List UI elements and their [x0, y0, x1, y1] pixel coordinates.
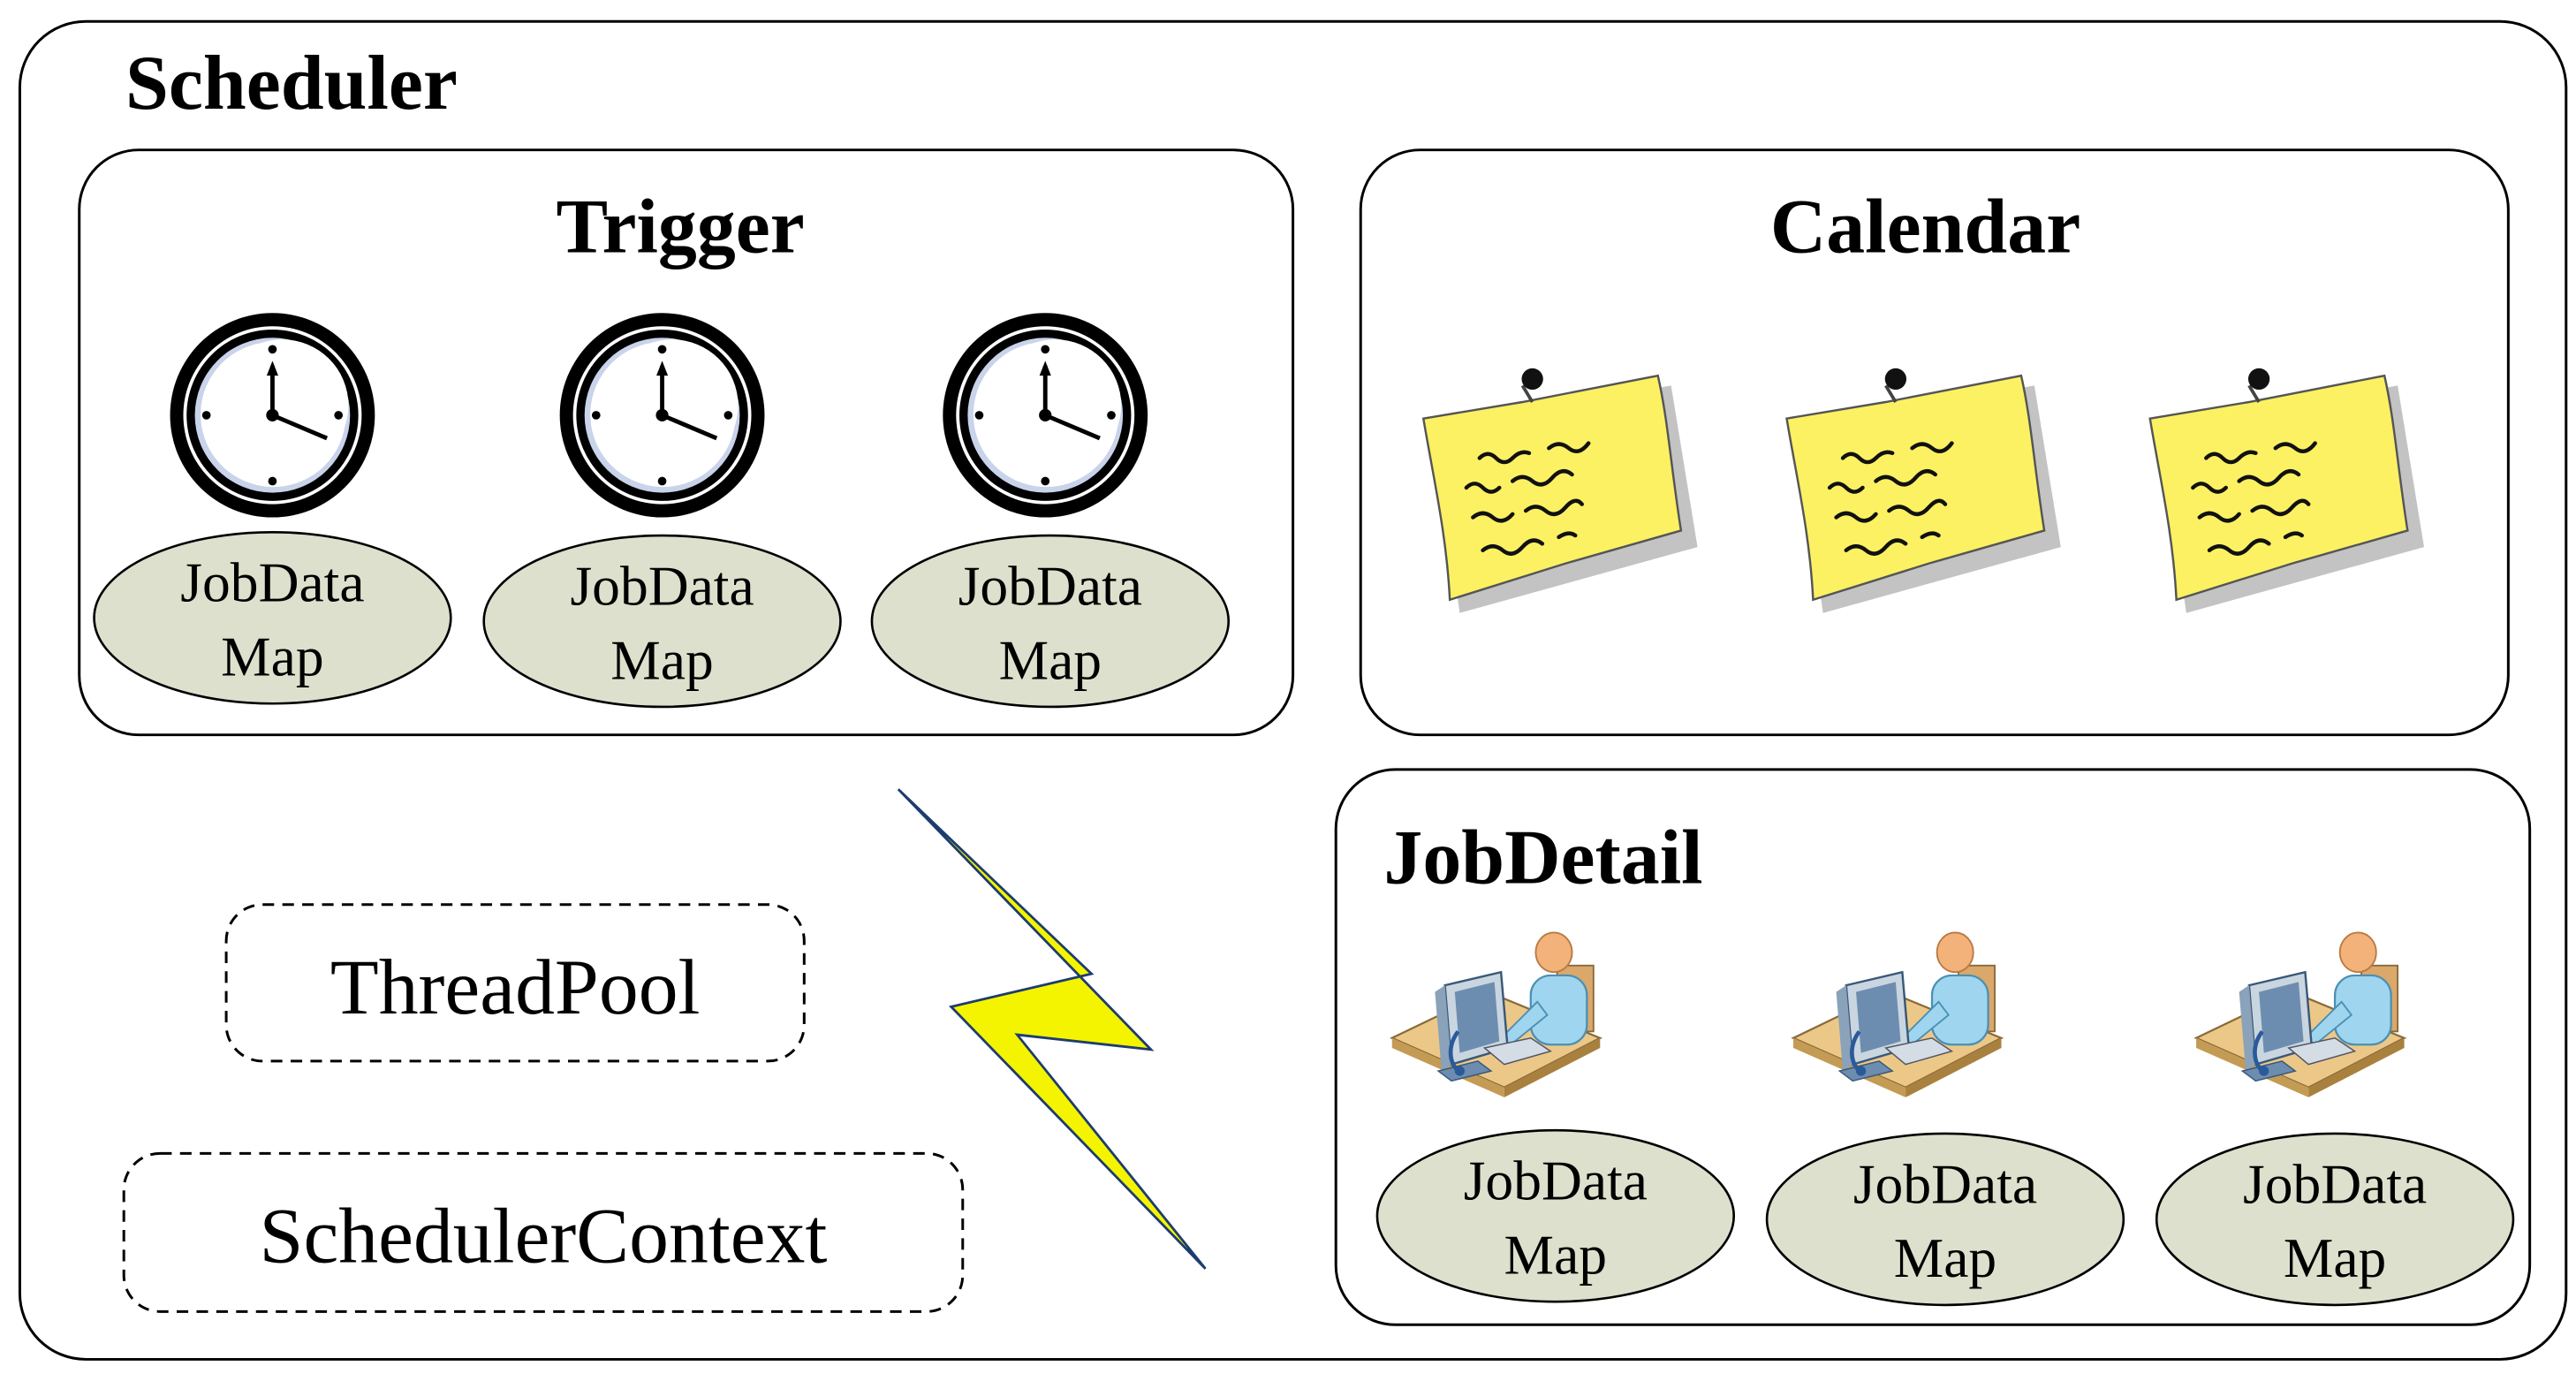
scheduler-title: Scheduler — [125, 40, 458, 125]
jobdatamap-label-line1: JobData — [2243, 1152, 2427, 1215]
jobdetail-title: JobDetail — [1383, 815, 1702, 900]
jobdatamap-label-line2: Map — [1504, 1224, 1607, 1287]
schedulercontext-label: SchedulerContext — [260, 1193, 828, 1280]
jobdatamap-label-line2: Map — [1894, 1226, 1996, 1289]
jobdetail-panel: JobDetail JobData Map JobData Map JobDat… — [1334, 768, 2532, 1326]
calendar-title: Calendar — [1770, 183, 2080, 269]
trigger-item-3: JobData Map — [870, 313, 1231, 709]
jobdatamap-ellipse — [1375, 1128, 1736, 1303]
trigger-item-2: JobData Map — [482, 313, 842, 709]
clock-icon — [170, 313, 375, 517]
trigger-panel: Trigger JobData Map JobData Map JobData … — [78, 148, 1295, 737]
schedulercontext-box: SchedulerContext — [122, 1151, 965, 1313]
jobdetail-item-2: JobData Map — [1765, 932, 2125, 1307]
trigger-item-1: JobData Map — [93, 313, 452, 705]
jobdatamap-ellipse — [1765, 1132, 2125, 1307]
jobdatamap-label-line1: JobData — [958, 554, 1142, 617]
jobdatamap-ellipse — [482, 534, 842, 709]
jobdetail-item-3: JobData Map — [2155, 932, 2515, 1307]
jobdatamap-label-line1: JobData — [570, 554, 754, 617]
jobdatamap-label-line2: Map — [610, 628, 713, 691]
threadpool-box: ThreadPool — [224, 903, 806, 1063]
jobdatamap-label-line1: JobData — [180, 551, 364, 614]
clock-icon — [560, 313, 765, 517]
jobdatamap-label-line1: JobData — [1853, 1152, 2037, 1215]
jobdatamap-label-line2: Map — [999, 628, 1102, 691]
jobdatamap-ellipse — [870, 534, 1231, 709]
jobdetail-item-1: JobData Map — [1375, 932, 1736, 1303]
jobdatamap-ellipse — [93, 531, 452, 705]
jobdatamap-label-line2: Map — [221, 626, 323, 688]
trigger-title: Trigger — [556, 183, 804, 269]
jobdatamap-label-line2: Map — [2284, 1226, 2386, 1289]
jobdatamap-ellipse — [2155, 1132, 2515, 1307]
jobdatamap-label-line1: JobData — [1464, 1150, 1648, 1212]
clock-icon — [943, 313, 1148, 517]
threadpool-label: ThreadPool — [330, 944, 701, 1031]
calendar-panel: Calendar — [1359, 148, 2510, 737]
lightning-bolt-icon — [897, 788, 1207, 1270]
